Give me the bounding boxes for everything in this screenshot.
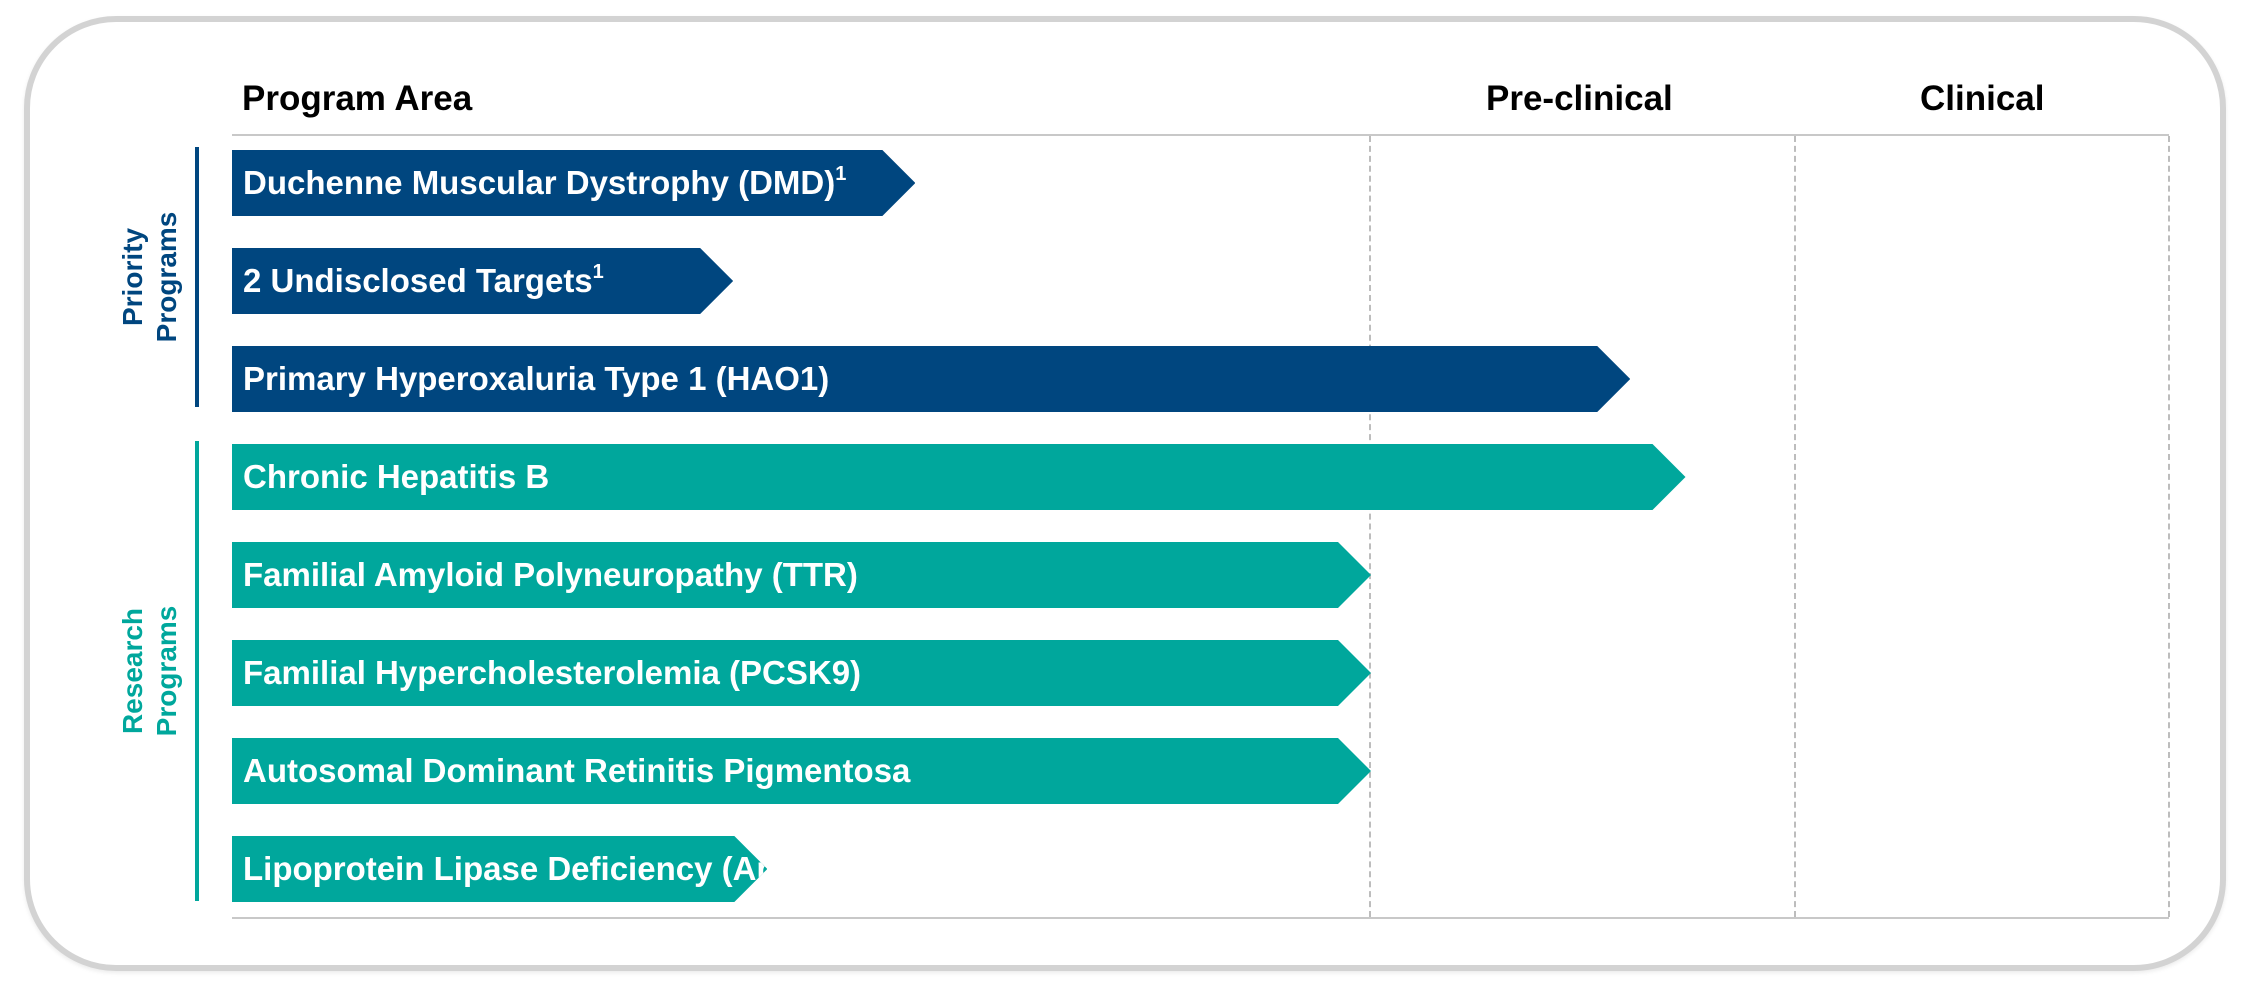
header-rule [232, 134, 2169, 136]
research-programs-label-line: Programs [151, 605, 182, 737]
column-header-clinical: Clinical [1920, 79, 2045, 118]
divider-clinical-end [2168, 136, 2170, 917]
program-label: Primary Hyperoxaluria Type 1 (HAO1) [243, 360, 830, 397]
footnote-marker: 1 [835, 163, 847, 185]
priority-programs-label-line: Programs [151, 211, 182, 343]
program-label: Chronic Hepatitis B [243, 458, 550, 495]
program-bar: Familial Hypercholesterolemia (PCSK9) [232, 640, 1371, 706]
program-label: 2 Undisclosed Targets [243, 262, 593, 299]
research-programs-bracket [195, 441, 199, 901]
program-bar: Familial Amyloid Polyneuropathy (TTR) [232, 542, 1371, 608]
program-label: Duchenne Muscular Dystrophy (DMD) [243, 164, 836, 201]
program-label: Lipoprotein Lipase Deficiency (ApoC3) [243, 850, 850, 887]
priority-programs-label-line: Priority [117, 227, 148, 327]
divider-pre-clinical-start [1369, 136, 1371, 917]
column-header-program-area: Program Area [242, 79, 473, 118]
program-label: Autosomal Dominant Retinitis Pigmentosa [243, 752, 911, 789]
divider-clinical-start [1794, 136, 1796, 917]
program-label: Familial Hypercholesterolemia (PCSK9) [243, 654, 862, 691]
program-bar: Chronic Hepatitis B [232, 444, 1686, 510]
footnote-marker: 1 [592, 261, 604, 283]
program-bar: Lipoprotein Lipase Deficiency (ApoC3) [232, 836, 767, 902]
program-label: Familial Amyloid Polyneuropathy (TTR) [243, 556, 858, 593]
research-programs-label-line: Research [117, 607, 148, 735]
program-bar: Autosomal Dominant Retinitis Pigmentosa [232, 738, 1371, 804]
baseline-rule [232, 917, 2169, 919]
priority-programs-bracket [195, 147, 199, 407]
program-bar: Primary Hyperoxaluria Type 1 (HAO1) [232, 346, 1630, 412]
program-bar: Duchenne Muscular Dystrophy (DMD)1 [232, 150, 915, 216]
program-bar: 2 Undisclosed Targets1 [232, 248, 733, 314]
column-header-pre-clinical: Pre-clinical [1486, 79, 1673, 118]
